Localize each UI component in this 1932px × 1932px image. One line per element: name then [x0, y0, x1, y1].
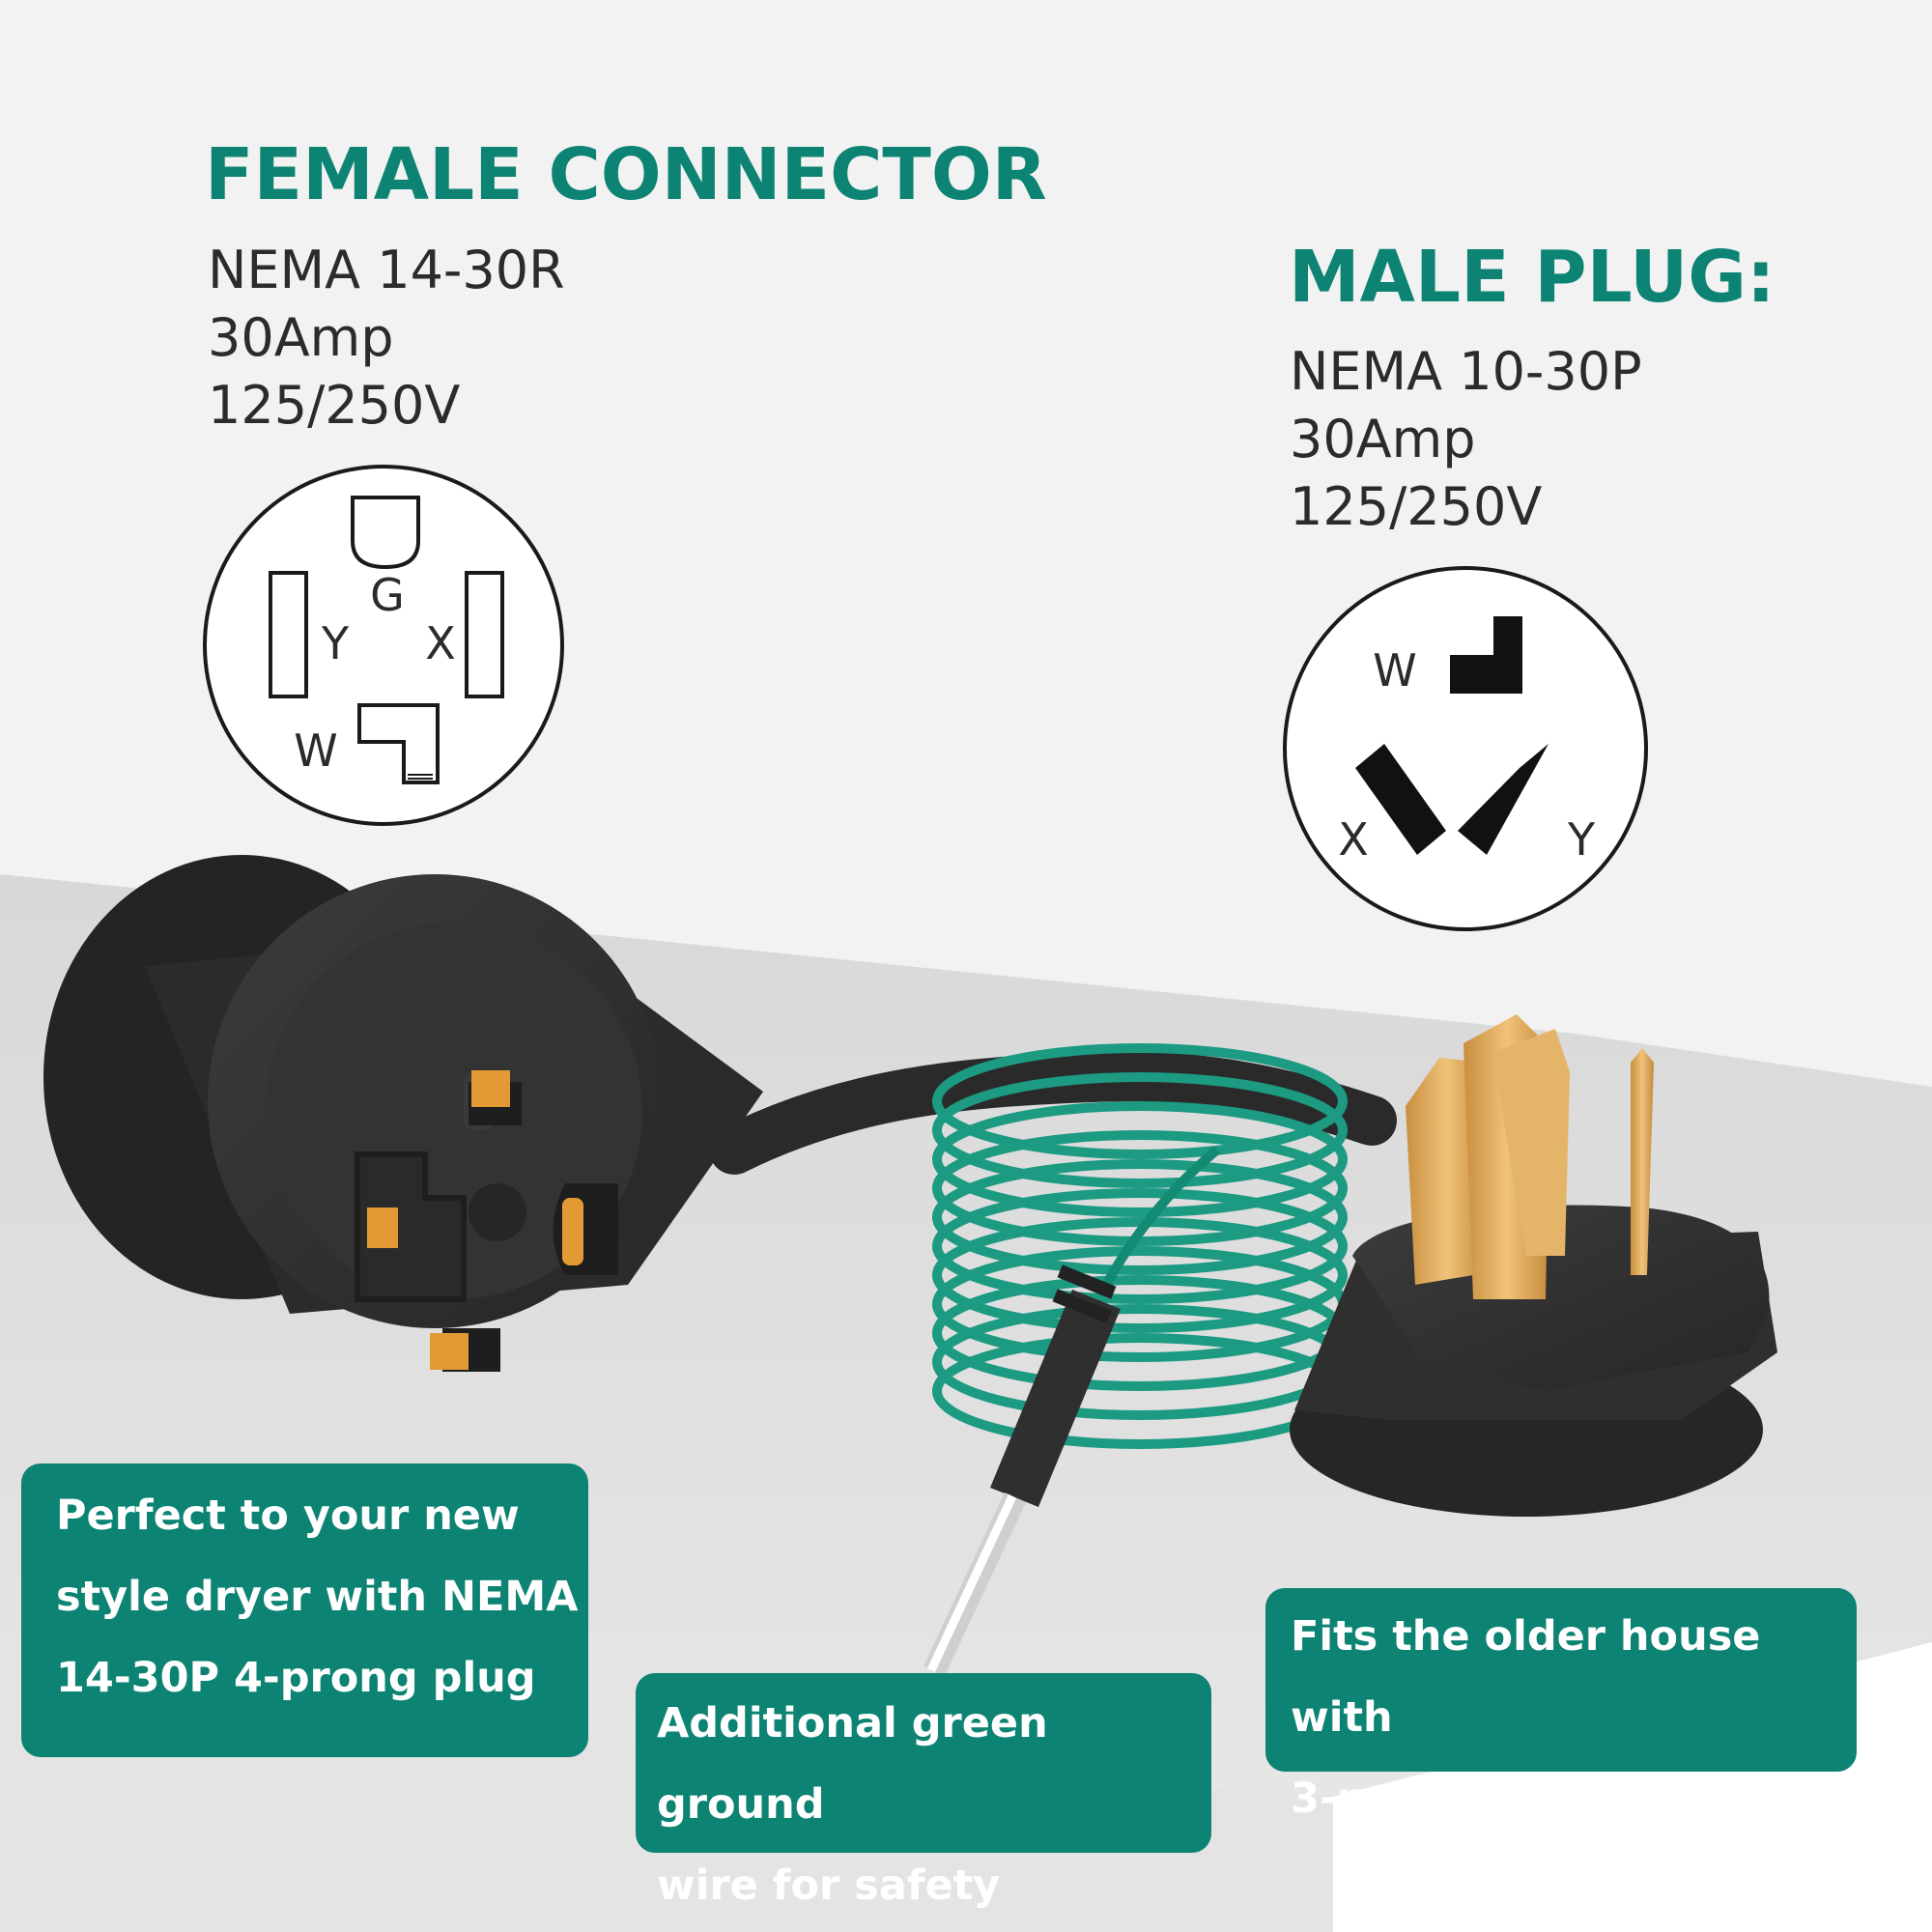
callout-ground-line-2: wire for safety	[657, 1861, 1001, 1910]
brass-prong-right	[1631, 1048, 1654, 1275]
callout-ground-wire: Additional green ground wire for safety	[636, 1673, 1211, 1910]
callout-house-line-1: Fits the older house with	[1291, 1612, 1761, 1742]
green-ground-wire-coil	[932, 1043, 1348, 1449]
callout-older-house: Fits the older house with 3-prong 240v o…	[1265, 1588, 1857, 1823]
terminal-label-w: W	[1373, 644, 1416, 696]
terminal-label-x: X	[1338, 813, 1369, 866]
female-spec-voltage: 125/250V	[208, 375, 461, 436]
nema-14-30r-diagram: G Y X W	[203, 465, 564, 826]
female-spec-amperage: 30Amp	[208, 307, 394, 368]
male-plug-heading: MALE PLUG:	[1289, 236, 1776, 319]
callout-dryer-compatibility: Perfect to your new style dryer with NEM…	[21, 1463, 588, 1757]
male-spec-amperage: 30Amp	[1290, 409, 1476, 469]
callout-house-line-2: 3-prong 240v outlets	[1291, 1775, 1783, 1823]
terminal-label-y: Y	[1567, 813, 1596, 866]
male-spec-nema: NEMA 10-30P	[1290, 341, 1642, 402]
female-connector-specs: NEMA 14-30R 30Amp 125/250V	[208, 237, 565, 440]
terminal-label-g: G	[370, 569, 405, 621]
ground-wire-pin	[923, 1264, 1121, 1676]
callout-dryer-line-2: style dryer with NEMA	[56, 1573, 579, 1621]
female-connector-heading: FEMALE CONNECTOR	[205, 133, 1047, 216]
terminal-label-w: W	[294, 724, 337, 777]
male-plug-specs: NEMA 10-30P 30Amp 125/250V	[1290, 338, 1642, 541]
nema-10-30p-diagram: W X Y	[1283, 566, 1648, 931]
male-spec-voltage: 125/250V	[1290, 476, 1543, 537]
male-plug-photo	[1290, 1014, 1777, 1517]
female-spec-nema: NEMA 14-30R	[208, 240, 565, 300]
callout-dryer-line-1: Perfect to your new	[56, 1492, 520, 1540]
terminal-label-y: Y	[321, 617, 350, 669]
female-connector-photo	[43, 855, 763, 1372]
callout-dryer-line-3: 14-30P 4-prong plug	[56, 1654, 536, 1702]
terminal-label-x: X	[425, 617, 456, 669]
callout-ground-line-1: Additional green ground	[657, 1699, 1048, 1829]
